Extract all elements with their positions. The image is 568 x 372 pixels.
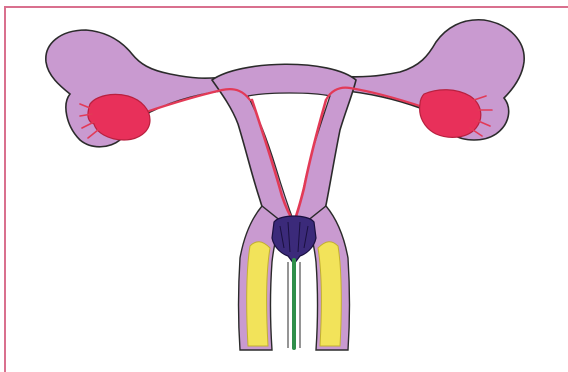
- right-ovary: [420, 90, 481, 138]
- vaginal-lining-right: [318, 242, 341, 346]
- vaginal-lining-left: [247, 242, 270, 346]
- cervix: [272, 216, 316, 264]
